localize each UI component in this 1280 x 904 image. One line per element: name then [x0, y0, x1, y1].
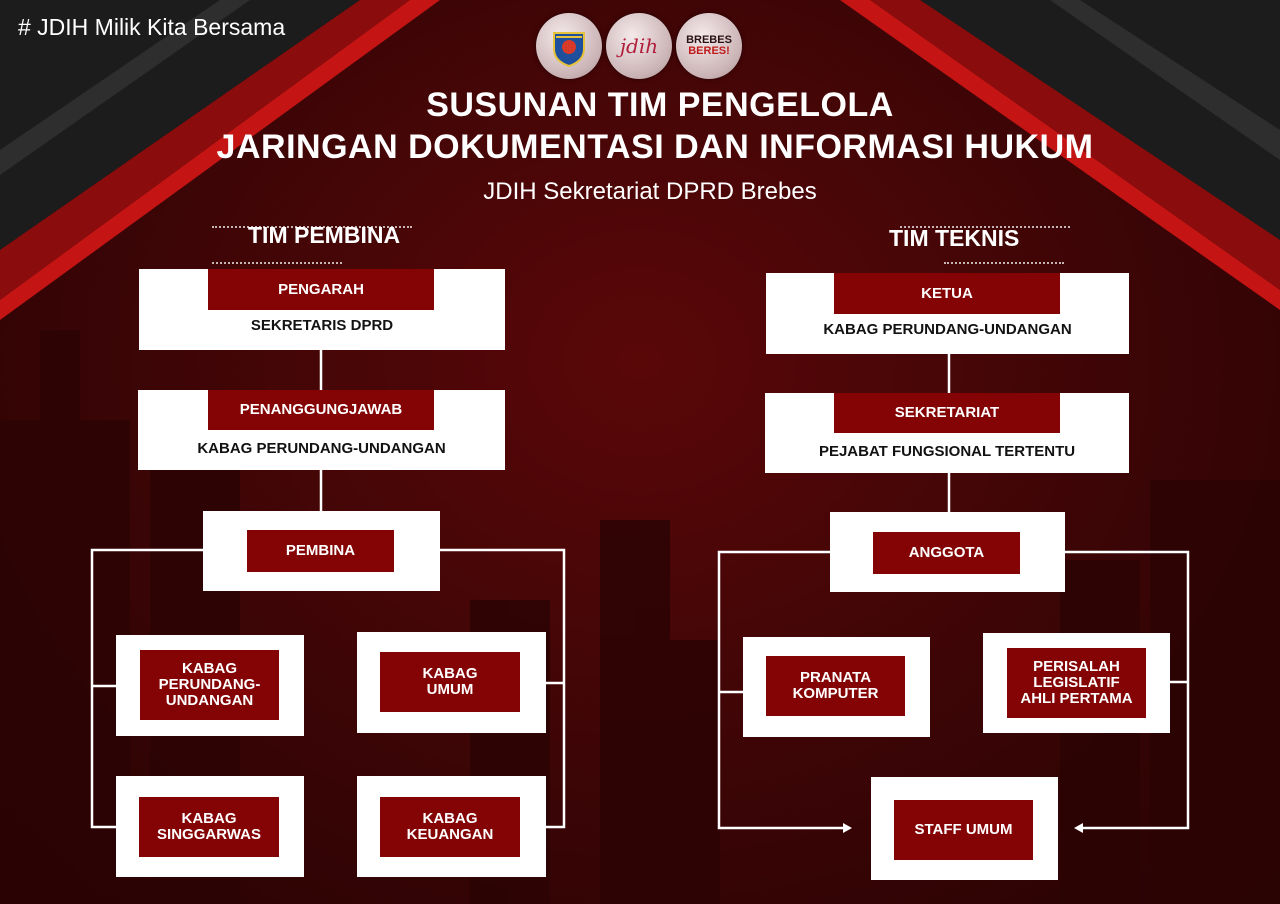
hashtag-text: # JDIH Milik Kita Bersama [18, 14, 286, 40]
kabag-umum-label: KABAG UMUM [380, 652, 520, 712]
pembina-label: PEMBINA [247, 530, 394, 572]
jdih-logo-text: jdih [619, 34, 659, 58]
pengarah-name: SEKRETARIS DPRD [250, 317, 394, 334]
kabag-keuangan-label: KABAG KEUANGAN [380, 797, 520, 857]
beres-logo-text: BERES! [688, 45, 730, 57]
seal-icon [553, 32, 585, 68]
teknis-dots-top [900, 226, 1070, 228]
teknis-dots-bottom [944, 262, 1064, 264]
logo-group: jdih BREBES BERES! [536, 13, 742, 79]
jdih-logo: jdih [606, 13, 672, 79]
seal-logo [536, 13, 602, 79]
penanggungjawab-label: PENANGGUNGJAWAB [208, 390, 434, 430]
pranata-komputer-label: PRANATA KOMPUTER [766, 656, 905, 716]
ketua-name: KABAG PERUNDANG-UNDANGAN [823, 321, 1072, 338]
sekretariat-name: PEJABAT FUNGSIONAL TERTENTU [818, 443, 1076, 460]
teknis-heading: TIM TEKNIS [889, 225, 1020, 251]
anggota-label: ANGGOTA [873, 532, 1020, 574]
page-title-line1: SUSUNAN TIM PENGELOLA [426, 86, 894, 124]
ketua-label: KETUA [834, 273, 1060, 314]
brebes-beres-logo: BREBES BERES! [676, 13, 742, 79]
kabag-perundangan-label: KABAG PERUNDANG-UNDANGAN [140, 650, 279, 720]
penanggungjawab-name: KABAG PERUNDANG-UNDANGAN [197, 440, 446, 457]
brebes-logo-text: BREBES [686, 34, 732, 46]
perisalah-label: PERISALAH LEGISLATIF AHLI PERTAMA [1007, 648, 1146, 718]
page-subtitle: JDIH Sekretariat DPRD Brebes [483, 178, 817, 205]
pembina-dots-bottom [212, 262, 342, 264]
pengarah-label: PENGARAH [208, 269, 434, 310]
kabag-singgarwas-label: KABAG SINGGARWAS [139, 797, 279, 857]
sekretariat-label: SEKRETARIAT [834, 393, 1060, 433]
staff-umum-label: STAFF UMUM [894, 800, 1033, 860]
pembina-dots-top [212, 226, 412, 228]
page-title-line2: JARINGAN DOKUMENTASI DAN INFORMASI HUKUM [216, 128, 1094, 166]
pembina-heading: TIM PEMBINA [248, 222, 401, 248]
